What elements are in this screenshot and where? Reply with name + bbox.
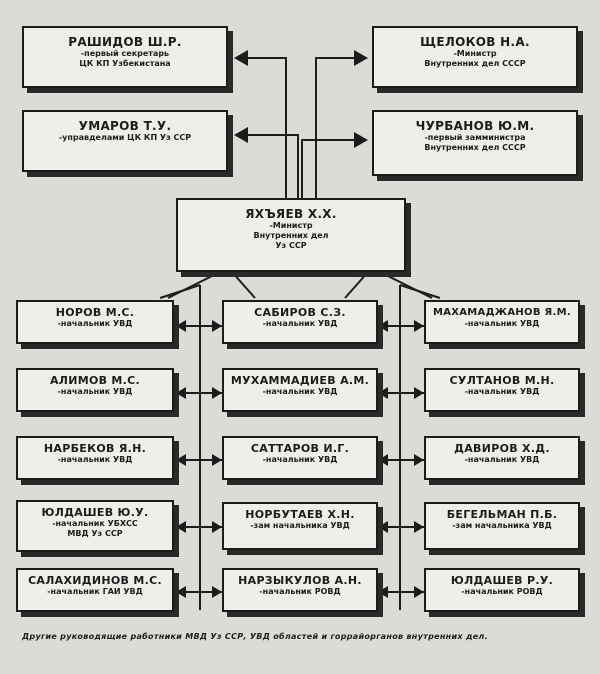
- person-post: -начальник УВД: [57, 455, 133, 464]
- person-name: НАРБЕКОВ Я.Н.: [43, 442, 147, 455]
- person-name: НОРОВ М.С.: [55, 306, 135, 319]
- box-sabirov: САБИРОВ С.З. -начальник УВД: [222, 300, 378, 344]
- person-post: -первый секретарь ЦК КП Узбекистана: [79, 49, 171, 68]
- person-post: -Министр Внутренних дел Уз ССР: [253, 221, 329, 250]
- box-mukhammadiev: МУХАММАДИЕВ А.М. -начальник УВД: [222, 368, 378, 412]
- person-post: -Министр Внутренних дел СССР: [424, 49, 526, 68]
- person-name: БЕГЕЛЬМАН П.Б.: [446, 508, 558, 521]
- box-sattarov: САТТАРОВ И.Г. -начальник УВД: [222, 436, 378, 480]
- person-post: -начальник ГАИ УВД: [47, 587, 143, 596]
- box-sultanov: СУЛТАНОВ М.Н. -начальник УВД: [424, 368, 580, 412]
- box-salakhidinov: САЛАХИДИНОВ М.С. -начальник ГАИ УВД: [16, 568, 174, 612]
- box-yakhyaev: ЯХЪЯЕВ Х.Х. -Министр Внутренних дел Уз С…: [176, 198, 406, 272]
- person-post: -начальник УВД: [464, 387, 540, 396]
- person-post: -зам начальника УВД: [452, 521, 552, 530]
- person-name: АЛИМОВ М.С.: [49, 374, 141, 387]
- box-begelman: БЕГЕЛЬМАН П.Б. -зам начальника УВД: [424, 502, 580, 550]
- person-name: МУХАММАДИЕВ А.М.: [230, 374, 370, 387]
- box-yuldashev-ru: ЮЛДАШЕВ Р.У. -начальник РОВД: [424, 568, 580, 612]
- person-post: -начальник УБХСС МВД Уз ССР: [52, 519, 138, 538]
- person-name: ЮЛДАШЕВ Ю.У.: [41, 506, 149, 519]
- person-name: ЮЛДАШЕВ Р.У.: [450, 574, 554, 587]
- box-umarov: УМАРОВ Т.У. -управделами ЦК КП Уз ССР: [22, 110, 228, 172]
- box-shchelokov: ЩЕЛОКОВ Н.А. -Министр Внутренних дел ССС…: [372, 26, 578, 88]
- box-rashidov: РАШИДОВ Ш.Р. -первый секретарь ЦК КП Узб…: [22, 26, 228, 88]
- person-post: -начальник РОВД: [259, 587, 341, 596]
- box-norov: НОРОВ М.С. -начальник УВД: [16, 300, 174, 344]
- person-name: ЯХЪЯЕВ Х.Х.: [245, 207, 337, 221]
- person-name: УМАРОВ Т.У.: [78, 119, 172, 133]
- person-post: -начальник РОВД: [461, 587, 543, 596]
- person-post: -начальник УВД: [57, 319, 133, 328]
- box-churbanov: ЧУРБАНОВ Ю.М. -первый замминистра Внутре…: [372, 110, 578, 176]
- box-makhamadzhanov: МАХАМАДЖАНОВ Я.М. -начальник УВД: [424, 300, 580, 344]
- person-post: -начальник УВД: [464, 319, 540, 328]
- person-name: ЩЕЛОКОВ Н.А.: [420, 35, 530, 49]
- box-narbekov: НАРБЕКОВ Я.Н. -начальник УВД: [16, 436, 174, 480]
- person-post: -начальник УВД: [262, 455, 338, 464]
- person-post: -начальник УВД: [464, 455, 540, 464]
- box-yuldashev-yu: ЮЛДАШЕВ Ю.У. -начальник УБХСС МВД Уз ССР: [16, 500, 174, 552]
- person-name: СУЛТАНОВ М.Н.: [449, 374, 555, 387]
- person-post: -начальник УВД: [57, 387, 133, 396]
- box-davirov: ДАВИРОВ Х.Д. -начальник УВД: [424, 436, 580, 480]
- person-name: НАРЗЫКУЛОВ А.Н.: [238, 574, 362, 587]
- person-post: -управделами ЦК КП Уз ССР: [58, 133, 192, 142]
- person-post: -первый замминистра Внутренних дел СССР: [424, 133, 526, 152]
- person-post: -начальник УВД: [262, 387, 338, 396]
- box-norbutaev: НОРБУТАЕВ Х.Н. -зам начальника УВД: [222, 502, 378, 550]
- person-post: -начальник УВД: [262, 319, 338, 328]
- person-name: МАХАМАДЖАНОВ Я.М.: [432, 307, 572, 318]
- person-name: НОРБУТАЕВ Х.Н.: [245, 508, 355, 521]
- person-name: САЛАХИДИНОВ М.С.: [28, 574, 162, 587]
- box-alimov: АЛИМОВ М.С. -начальник УВД: [16, 368, 174, 412]
- person-name: РАШИДОВ Ш.Р.: [68, 35, 182, 49]
- person-name: ДАВИРОВ Х.Д.: [454, 442, 550, 455]
- person-name: САБИРОВ С.З.: [254, 306, 346, 319]
- person-name: САТТАРОВ И.Г.: [250, 442, 350, 455]
- box-narzykulov: НАРЗЫКУЛОВ А.Н. -начальник РОВД: [222, 568, 378, 612]
- figure-caption: Другие руководящие работники МВД Уз ССР,…: [22, 632, 488, 641]
- person-name: ЧУРБАНОВ Ю.М.: [415, 119, 535, 133]
- person-post: -зам начальника УВД: [250, 521, 350, 530]
